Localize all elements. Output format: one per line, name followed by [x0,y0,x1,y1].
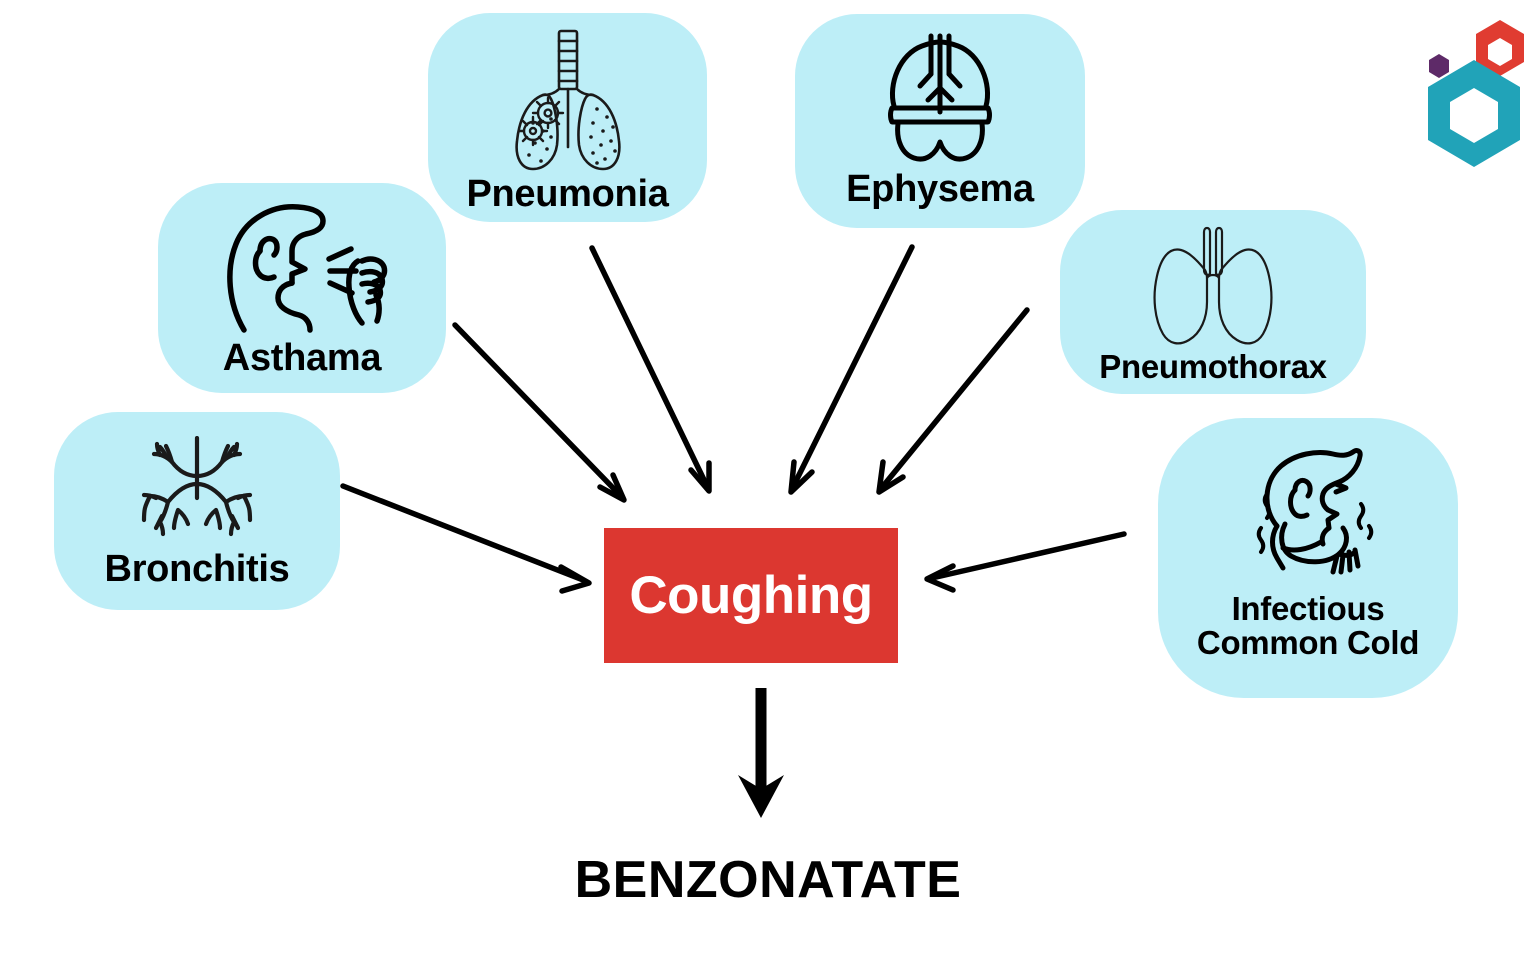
arrow-common-cold-to-coughing [924,531,1127,593]
cause-node-pneumothorax[interactable]: Pneumothorax [1060,210,1366,394]
red-outline-hexagon [1476,20,1524,76]
arrow-ephysema-to-coughing [788,244,915,495]
coughing-node[interactable]: Coughing [604,528,898,663]
infected-lungs-virus-icon [428,27,707,175]
arrow-asthama-to-coughing [452,322,627,503]
cause-label-bronchitis: Bronchitis [104,548,290,590]
cause-label-asthama: Asthama [222,337,382,379]
teal-outline-hexagon [1428,60,1520,167]
hexagon-logo [1428,20,1524,167]
cause-label-pneumonia: Pneumonia [466,173,669,215]
cause-label-pneumothorax: Pneumothorax [1099,348,1327,385]
outcome-label-benzonatate: BENZONATATE [574,851,962,909]
lungs-outline-icon [1060,222,1366,350]
cause-node-common-cold[interactable]: Infectious Common Cold [1158,418,1458,698]
arrow-bronchitis-to-coughing [340,483,592,594]
arrow-pneumonia-to-coughing [589,245,712,494]
coughing-label: Coughing [629,566,873,625]
arrow-pneumothorax-to-coughing [876,307,1030,495]
constricted-lungs-icon [795,28,1085,168]
bronchial-tree-icon [54,436,340,544]
cause-label-common-cold: Infectious Common Cold [1196,590,1420,662]
cause-node-pneumonia[interactable]: Pneumonia [428,13,707,222]
cause-node-ephysema[interactable]: Ephysema [795,14,1085,228]
person-with-scarf-icon [1158,444,1458,584]
arrow-coughing-to-benzonatate [738,688,784,818]
cause-label-ephysema: Ephysema [846,168,1034,210]
small-purple-hexagon [1429,54,1449,78]
coughing-head-icon [158,199,446,337]
cause-node-asthama[interactable]: Asthama [158,183,446,393]
cause-node-bronchitis[interactable]: Bronchitis [54,412,340,610]
